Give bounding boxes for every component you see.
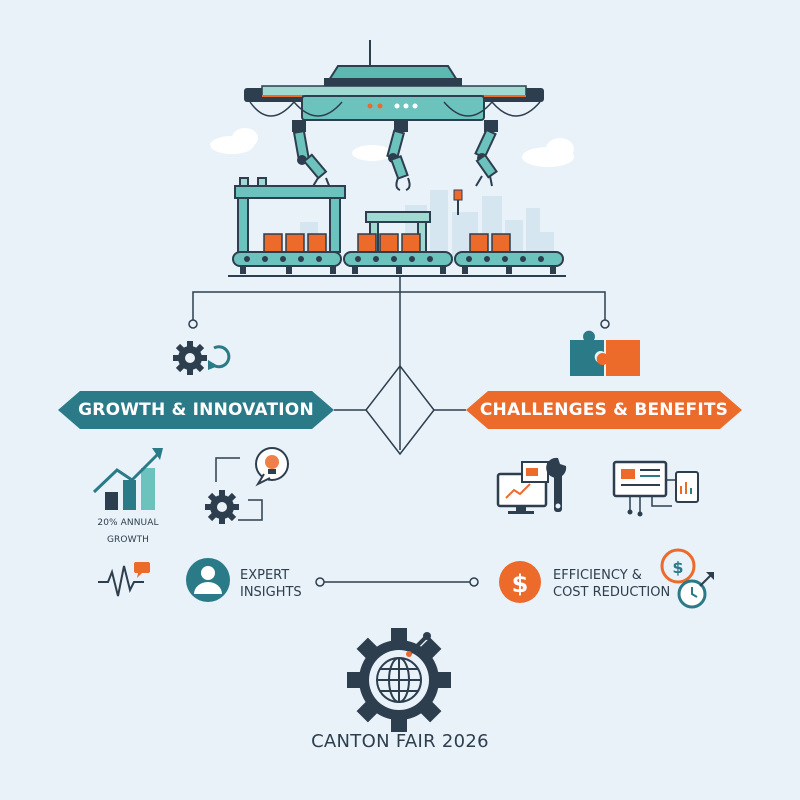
dollar-clock-icon: $	[660, 548, 714, 609]
growth-chart-icon	[92, 448, 163, 510]
heartbeat-chat-icon	[98, 562, 150, 597]
gear-lightbulb-icon	[205, 447, 289, 524]
dashboard-network-icon	[612, 460, 699, 517]
challenges-benefits-banner: CHALLENGES & BENEFITS	[466, 391, 742, 429]
expert-avatar-icon	[186, 558, 230, 602]
gear-refresh-icon	[173, 341, 231, 375]
efficiency-label-line2: COST REDUCTION	[553, 585, 671, 600]
cloud-left	[210, 128, 258, 154]
dollar-clock-glyph: $	[672, 558, 683, 577]
connector-lines	[192, 276, 606, 583]
robot-arm-left-icon	[292, 129, 331, 189]
efficiency-label-line1: EFFICIENCY &	[553, 568, 642, 583]
monitor-wrench-icon	[496, 457, 567, 514]
cargo-boxes	[263, 233, 511, 253]
cloud-right	[522, 138, 574, 167]
robot-arm-right-icon	[453, 128, 498, 215]
growth-innovation-banner: GROWTH & INNOVATION	[58, 391, 334, 429]
efficiency-label: EFFICIENCY & COST REDUCTION	[553, 567, 670, 601]
expert-insights-label: EXPERT INSIGHTS	[240, 567, 302, 601]
puzzle-pieces-icon	[570, 330, 640, 376]
dollar-icon: $	[499, 561, 541, 603]
expert-label-line1: EXPERT	[240, 568, 290, 583]
growth-caption: 20% ANNUAL GROWTH	[97, 518, 159, 545]
gantry-crane-icon	[244, 40, 544, 132]
center-diamond	[365, 364, 435, 456]
cloud-middle	[352, 145, 392, 161]
conveyor-belt-icon	[228, 251, 566, 277]
canton-fair-title: CANTON FAIR 2026	[311, 731, 489, 752]
robot-arm-center-icon	[386, 129, 411, 191]
expert-label-line2: INSIGHTS	[240, 585, 302, 600]
dollar-glyph: $	[512, 570, 529, 598]
machine-frame-left	[234, 177, 346, 253]
globe-gear-logo	[347, 628, 451, 732]
connector-nodes	[188, 319, 610, 587]
